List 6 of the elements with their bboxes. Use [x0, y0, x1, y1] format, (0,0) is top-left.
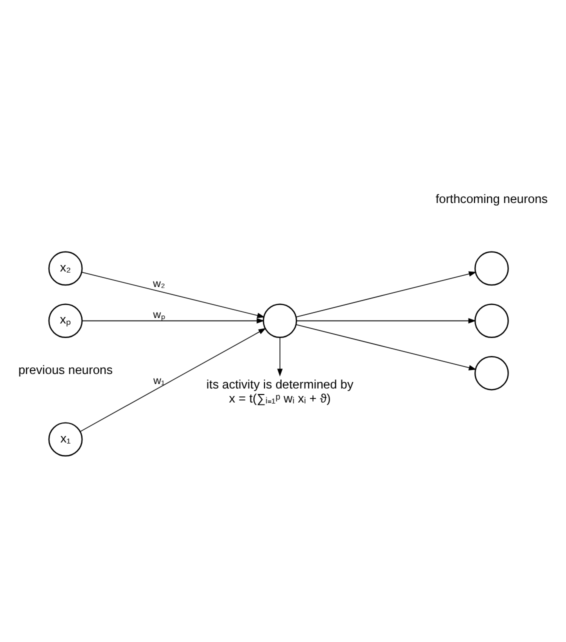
- edge-label: w₁: [153, 375, 165, 388]
- label: forthcoming neurons: [436, 192, 548, 206]
- label: previous neurons: [18, 362, 113, 377]
- edge-label: w₂: [153, 278, 166, 290]
- edge-label: wₚ: [153, 308, 165, 321]
- node-text: its activity is determined by x = t(∑ᵢ₌₁ᵖ wᵢ xᵢ + ϑ): [206, 377, 354, 406]
